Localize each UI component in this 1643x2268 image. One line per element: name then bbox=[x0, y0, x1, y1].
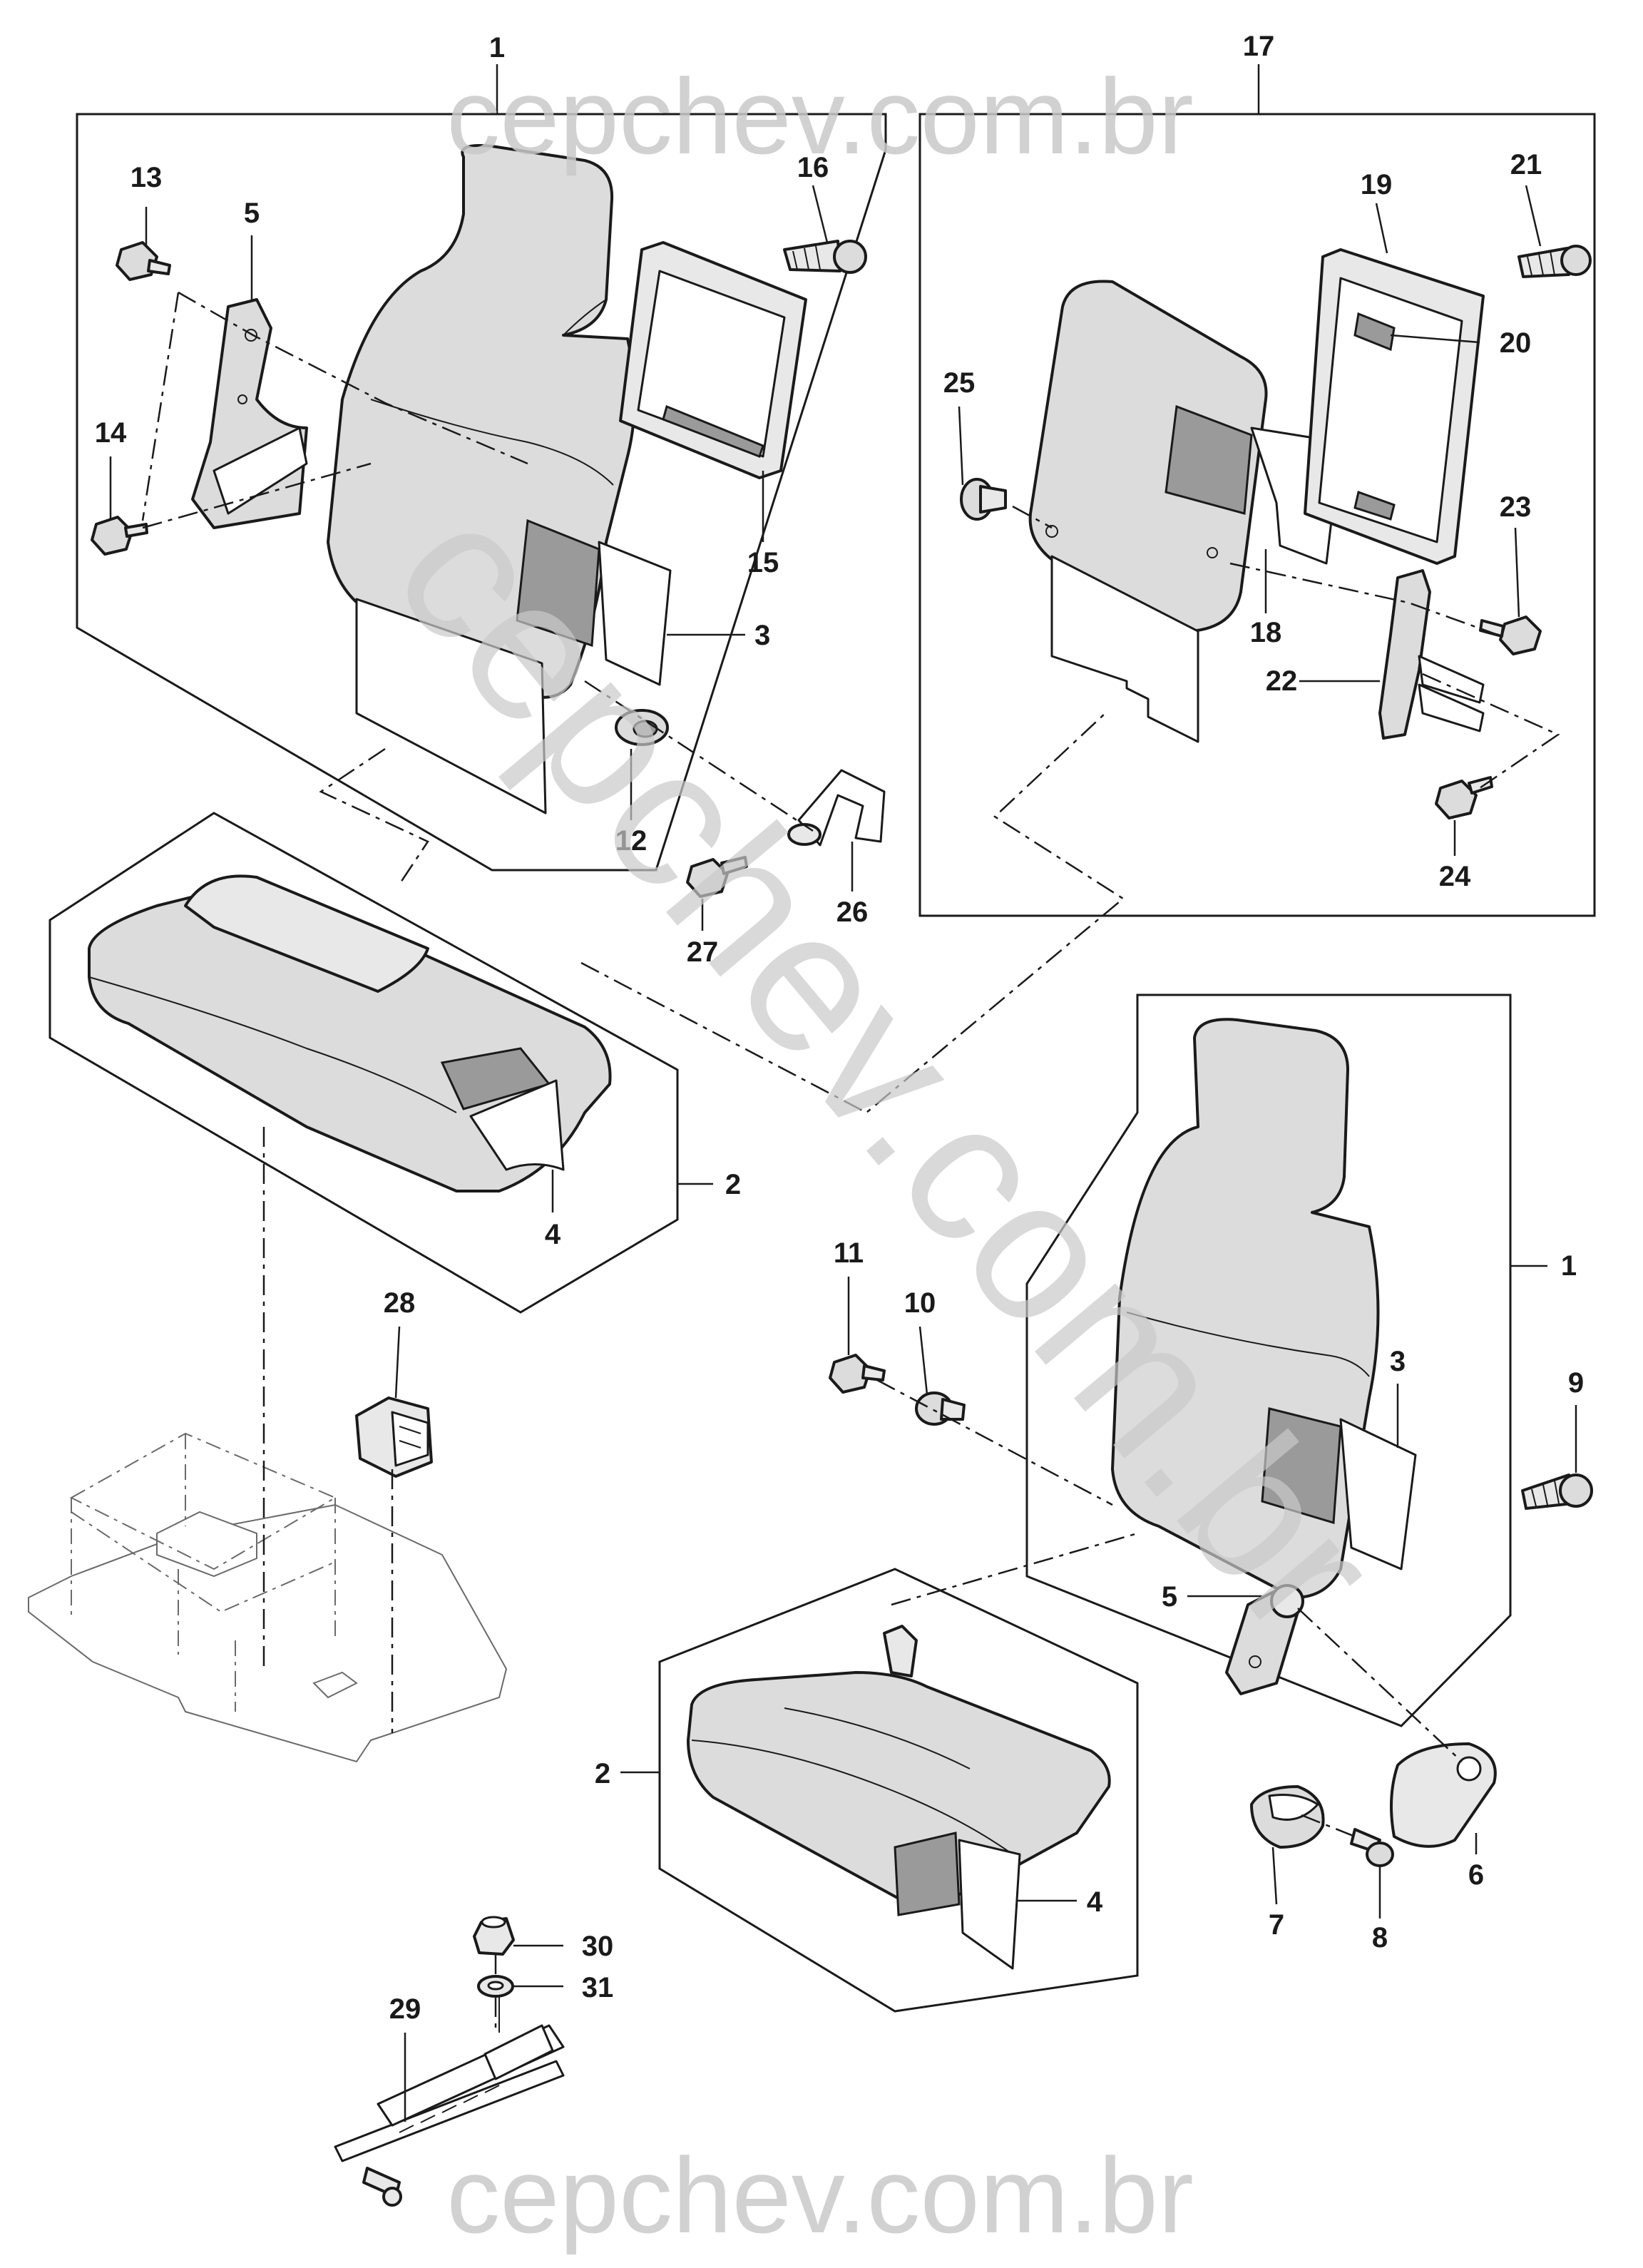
bushing-25 bbox=[960, 478, 1007, 521]
bushing-10 bbox=[915, 1391, 966, 1426]
callout-30: 30 bbox=[582, 1931, 614, 1962]
hinge-bracket-left bbox=[191, 298, 308, 529]
front-seatback bbox=[1111, 1018, 1417, 1599]
watermark-bottom: cepchev.com.br bbox=[446, 2135, 1194, 2255]
floor-pan bbox=[28, 1432, 508, 1763]
callout-2-left: 2 bbox=[725, 1169, 741, 1200]
callout-15: 15 bbox=[747, 547, 779, 578]
watermark-top: cepchev.com.br bbox=[446, 56, 1194, 176]
callout-12: 12 bbox=[615, 825, 648, 857]
callout-7: 7 bbox=[1269, 1909, 1284, 1941]
bolt-14 bbox=[91, 516, 148, 556]
callout-16: 16 bbox=[797, 152, 829, 183]
callout-31: 31 bbox=[582, 1972, 614, 2003]
callout-6: 6 bbox=[1468, 1859, 1484, 1891]
tapping-screw-16 bbox=[783, 240, 867, 274]
callout-10: 10 bbox=[904, 1287, 936, 1319]
callout-20: 20 bbox=[1500, 327, 1532, 359]
hinge-cover-6 bbox=[1390, 1742, 1497, 1848]
assembly-dashed-lines bbox=[141, 291, 1560, 2029]
bolt-24 bbox=[1435, 776, 1493, 819]
callout-28: 28 bbox=[384, 1287, 416, 1319]
frame-rear-seatback-assembly bbox=[76, 113, 887, 872]
hinge-bracket-22 bbox=[1378, 569, 1485, 740]
leader-lines bbox=[109, 64, 1577, 2122]
callout-26: 26 bbox=[836, 897, 869, 928]
seat-slide-rail-29 bbox=[334, 1997, 565, 2207]
backrest-panel-19 bbox=[1304, 248, 1485, 565]
callout-27: 27 bbox=[687, 936, 719, 968]
callout-22: 22 bbox=[1266, 665, 1298, 697]
callout-8: 8 bbox=[1372, 1922, 1388, 1953]
callout-2-right: 2 bbox=[595, 1758, 610, 1789]
callout-1-top: 1 bbox=[489, 32, 505, 63]
bolt-11 bbox=[829, 1354, 886, 1394]
frame-rear-cushion-assembly bbox=[48, 812, 679, 1314]
hinge-bracket-right bbox=[1225, 1584, 1304, 1695]
washer-31 bbox=[477, 1975, 514, 1998]
callout-4-right: 4 bbox=[1087, 1886, 1103, 1918]
bolt-13 bbox=[116, 241, 171, 281]
callout-labels: 1 17 13 5 16 19 21 20 14 25 15 23 3 18 2… bbox=[95, 31, 1584, 2025]
callout-14: 14 bbox=[95, 417, 127, 449]
callout-21: 21 bbox=[1510, 149, 1542, 180]
frame-front-cushion-assembly bbox=[658, 1568, 1139, 2013]
callout-19: 19 bbox=[1361, 169, 1393, 200]
bolt-23 bbox=[1479, 615, 1542, 655]
screw-8 bbox=[1350, 1828, 1394, 1867]
recliner-knob-7 bbox=[1250, 1785, 1325, 1849]
callout-3-right: 3 bbox=[1390, 1346, 1406, 1377]
frame-headrest-backrest-assembly bbox=[918, 113, 1596, 917]
backrest-panel-15 bbox=[619, 241, 807, 479]
callout-11: 11 bbox=[834, 1237, 864, 1269]
callout-29: 29 bbox=[389, 1993, 421, 2025]
bolt-27 bbox=[686, 856, 748, 898]
callout-24: 24 bbox=[1439, 861, 1471, 892]
nut-30 bbox=[473, 1916, 515, 1956]
callout-25: 25 bbox=[943, 367, 976, 399]
callout-18: 18 bbox=[1250, 617, 1282, 648]
callout-5-top: 5 bbox=[244, 198, 260, 229]
callout-17: 17 bbox=[1243, 31, 1275, 62]
clip-28 bbox=[355, 1396, 433, 1478]
callout-4-left: 4 bbox=[545, 1219, 561, 1250]
rear-seatback bbox=[327, 144, 672, 814]
callout-5-right: 5 bbox=[1162, 1581, 1177, 1613]
callout-13: 13 bbox=[130, 162, 163, 193]
callout-9: 9 bbox=[1568, 1367, 1584, 1399]
rear-seat-cushion bbox=[88, 874, 612, 1192]
callout-3-top: 3 bbox=[754, 620, 770, 651]
tapping-screw-9 bbox=[1521, 1473, 1593, 1510]
front-seat-cushion bbox=[687, 1625, 1111, 1970]
frame-front-seatback-assembly bbox=[1025, 993, 1512, 1727]
callout-1-right: 1 bbox=[1561, 1250, 1577, 1282]
callout-23: 23 bbox=[1500, 491, 1532, 523]
tapping-screw-21 bbox=[1517, 245, 1592, 278]
